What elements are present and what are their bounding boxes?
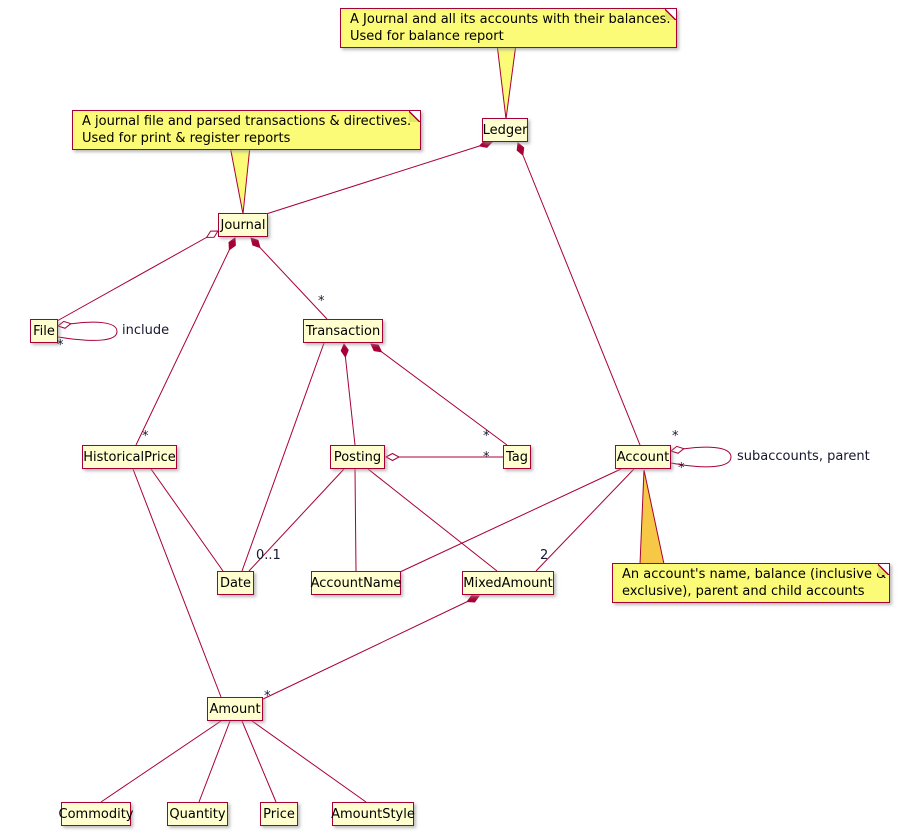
- note-pointer-ledger: [496, 43, 517, 120]
- edge-transaction-date: [241, 342, 325, 572]
- class-box-ledger: Ledger: [482, 118, 528, 142]
- class-box-accountname: AccountName: [311, 571, 401, 595]
- multiplicity-account-mixedamount: 2: [540, 548, 549, 563]
- class-box-tag: Tag: [503, 445, 531, 469]
- multiplicity-journal-historicalprice: *: [142, 429, 149, 444]
- edge-journal-file: [56, 231, 218, 322]
- multiplicity-file-include: *: [57, 338, 64, 353]
- multiplicity-transaction-tag: *: [483, 429, 490, 444]
- class-box-date: Date: [217, 571, 254, 595]
- edge-transaction-posting: [344, 344, 356, 446]
- label-account-subaccounts-parent: subaccounts, parent: [737, 449, 870, 464]
- multiplicity-posting-tag: *: [483, 450, 490, 465]
- edge-posting-mixedamount: [367, 468, 498, 572]
- edge-posting-date: [248, 468, 345, 572]
- edge-historicalprice-date: [150, 468, 224, 572]
- multiplicity-mixedamount-amount: *: [264, 689, 271, 704]
- class-box-price: Price: [260, 802, 298, 826]
- edge-ledger-account: [518, 143, 641, 446]
- note-fold-icon: [409, 111, 420, 122]
- edge-account-self-loop: [671, 447, 732, 468]
- edge-posting-accountname: [354, 468, 357, 572]
- class-box-quantity: Quantity: [167, 802, 228, 826]
- note-account: An account's name, balance (inclusive & …: [612, 563, 890, 603]
- note-account-line-1: An account's name, balance (inclusive &: [622, 567, 887, 582]
- edge-journal-historicalprice: [135, 238, 235, 446]
- edge-amount-commodity: [100, 720, 222, 803]
- multiplicity-posting-date: 0..1: [256, 548, 281, 563]
- multiplicity-journal-transaction: *: [318, 294, 325, 309]
- edge-transaction-tag: [371, 344, 508, 446]
- class-box-mixedamount: MixedAmount: [462, 571, 554, 595]
- class-box-posting: Posting: [330, 445, 385, 469]
- note-journal: A journal file and parsed transactions &…: [72, 110, 421, 150]
- note-journal-line-1: A journal file and parsed transactions &…: [82, 114, 412, 129]
- class-box-file: File: [30, 319, 58, 343]
- note-journal-line-2: Used for print & register reports: [82, 131, 291, 146]
- edge-ledger-journal: [262, 142, 492, 216]
- class-box-account: Account: [615, 445, 671, 469]
- edge-historicalprice-amount: [132, 468, 222, 698]
- note-pointer-account: [639, 469, 665, 565]
- edge-account-mixedamount: [535, 468, 635, 572]
- note-fold-icon: [665, 9, 676, 20]
- class-box-journal: Journal: [218, 213, 268, 237]
- note-pointer-journal: [229, 145, 251, 215]
- edge-journal-transaction: [251, 238, 328, 320]
- note-ledger-line-1: A Journal and all its accounts with thei…: [350, 12, 671, 27]
- edge-file-self-loop: [58, 322, 118, 341]
- edge-account-accountname: [399, 468, 622, 573]
- note-fold-icon: [878, 564, 889, 575]
- multiplicity-ledger-account: *: [672, 429, 679, 444]
- multiplicity-account-self: *: [678, 461, 685, 476]
- class-box-transaction: Transaction: [303, 319, 383, 343]
- edge-mixedamount-amount: [260, 596, 479, 701]
- note-ledger: A Journal and all its accounts with thei…: [340, 8, 677, 48]
- label-file-include: include: [122, 323, 170, 338]
- class-box-historicalprice: HistoricalPrice: [82, 445, 177, 469]
- class-box-amountstyle: AmountStyle: [331, 802, 415, 826]
- class-box-amount: Amount: [207, 697, 263, 721]
- edge-amount-quantity: [198, 720, 231, 803]
- note-account-line-2: exclusive), parent and child accounts: [622, 584, 865, 599]
- class-box-commodity: Commodity: [59, 802, 133, 826]
- note-ledger-line-2: Used for balance report: [350, 29, 504, 44]
- edge-amount-amountstyle: [251, 720, 367, 803]
- edge-amount-price: [241, 720, 277, 803]
